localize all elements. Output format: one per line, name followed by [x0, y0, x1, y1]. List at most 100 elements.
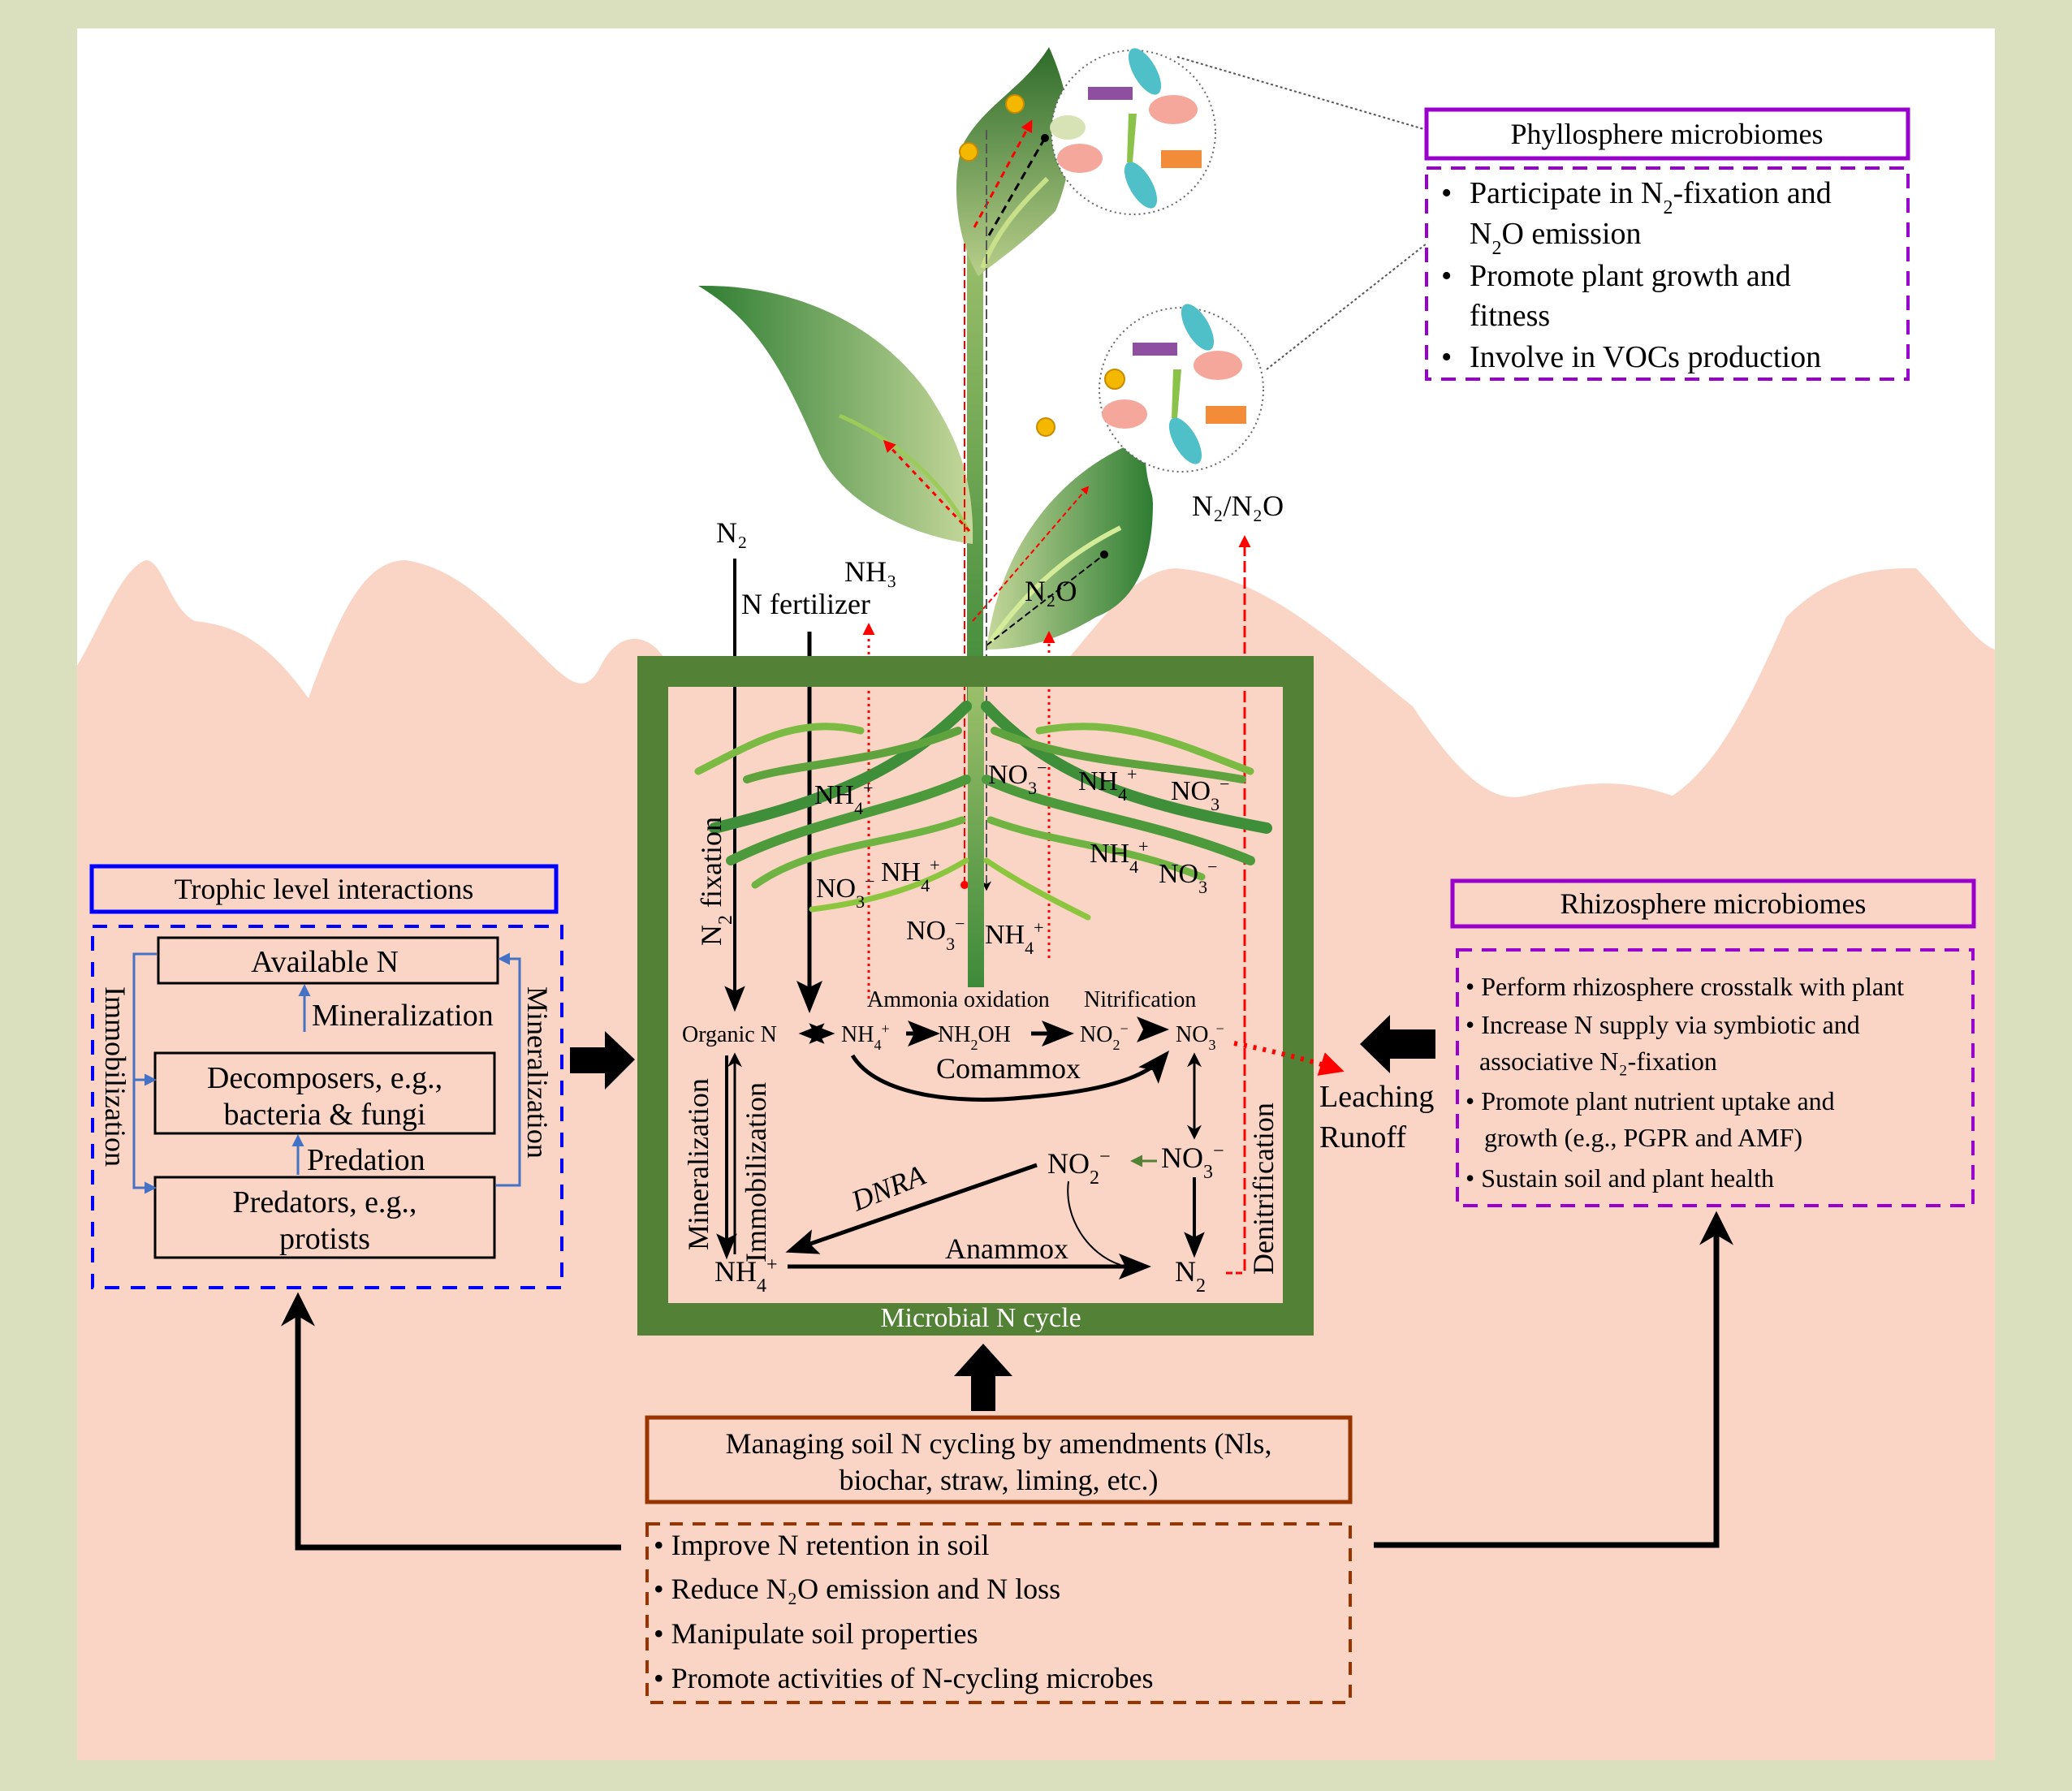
nh3-label: NH₃ [844, 555, 897, 588]
no2-anammox-branch [1067, 1180, 1121, 1266]
phyllosphere-panel: Phyllosphere microbiomes • Participate i… [1424, 107, 1910, 381]
leaching-runoff: Leaching Runoff [1233, 1041, 1434, 1154]
phyllosphere-item-3: Involve in VOCs production [1470, 340, 1821, 374]
rhizosphere-item-3-cont: growth (e.g., PGPR and AMF) [1484, 1123, 1802, 1152]
left-block-arrow [1360, 1015, 1435, 1073]
amendments-to-trophic-arrow [281, 1292, 621, 1551]
phyllosphere-item-2: Promote plant growth and [1470, 259, 1791, 293]
atmosphere-fluxes: N₂ NH₃ N fertilizer N₂O N₂/N₂O [716, 490, 1284, 1271]
comammox-label: Comammox [936, 1052, 1081, 1085]
immobilization-side-label: Immobilization [99, 986, 132, 1167]
n2-fixation-label: N2 fixation [695, 817, 736, 946]
root-label-no3: NO3− [906, 913, 965, 954]
n2o-label: N₂O [1025, 575, 1077, 607]
microbe-bubble-bottom [1099, 243, 1427, 473]
phyllosphere-bullet: • [1441, 176, 1452, 210]
root-label-no3: NO3− [988, 757, 1047, 798]
leaching-label: Leaching [1319, 1080, 1434, 1114]
root-label-no3: NO3− [1159, 857, 1218, 897]
rhizosphere-title-box [1450, 878, 1976, 929]
amendments-title-line1: Managing soil N cycling by amendments (N… [726, 1427, 1272, 1460]
phyllosphere-title-box [1424, 107, 1910, 161]
rhizosphere-panel: Rhizosphere microbiomes • Perform rhizos… [1450, 878, 1976, 1207]
phyllosphere-item-2-cont: fitness [1470, 299, 1550, 333]
root-label-nh4: NH4+ [1090, 836, 1149, 877]
cycle-no2-lower: NO2− [1047, 1146, 1111, 1189]
cycle-nh4-lower: NH4+ [714, 1254, 778, 1297]
phyllosphere-item-1-cont: N2O emission [1470, 217, 1642, 259]
phyllosphere-item-1: Participate in N2-fixation and [1470, 176, 1832, 218]
decomposers-label-1: Decomposers, e.g., [207, 1061, 442, 1095]
leaching-arrow [1233, 1041, 1345, 1076]
cycle-no3: NO3− [1176, 1021, 1224, 1053]
microbe-dot [1036, 417, 1055, 437]
trophic-panel: Trophic level interactions Available N D… [89, 864, 563, 1289]
nitrification-label: Nitrification [1084, 987, 1196, 1012]
ammonia-oxidation-label: Ammonia oxidation [867, 987, 1050, 1012]
rhizosphere-item-2-cont: associative N₂-fixation [1479, 1047, 1717, 1076]
amendments-item-2: • Reduce N₂O emission and N loss [654, 1573, 1060, 1605]
cycle-pathways: N2 fixation Ammonia oxidation Nitrificat… [682, 817, 1280, 1297]
trophic-list-box [91, 925, 563, 1289]
trophic-title: Trophic level interactions [175, 873, 474, 905]
root-label-nh4: NH4+ [1078, 764, 1137, 805]
root-label-nh4: NH4+ [985, 917, 1044, 958]
microbial-n-cycle-label: Microbial N cycle [880, 1303, 1081, 1333]
amendments-title-line2: biochar, straw, liming, etc.) [839, 1464, 1158, 1496]
right-block-arrow [570, 1031, 635, 1090]
predators-label-1: Predators, e.g., [233, 1185, 417, 1219]
trophic-title-box [89, 864, 559, 914]
amendments-title-box [645, 1415, 1353, 1504]
rhizosphere-item-4: • Sustain soil and plant health [1466, 1163, 1774, 1193]
cycle-nh2oh: NH2OH [938, 1022, 1011, 1053]
up-block-arrow [954, 1344, 1012, 1411]
phyllosphere-title: Phyllosphere microbiomes [1511, 118, 1824, 150]
anammox-label: Anammox [945, 1232, 1068, 1265]
n2-input-label: N₂ [716, 516, 748, 549]
amendments-list-box [645, 1522, 1352, 1704]
mineralization-trophic-label: Mineralization [312, 999, 494, 1033]
root-label-no3: NO3− [816, 871, 875, 912]
root-label-no3: NO3− [1171, 774, 1230, 814]
cycle-n2: N2 [1175, 1255, 1206, 1297]
amendments-item-3: • Manipulate soil properties [654, 1617, 978, 1650]
rhizosphere-title: Rhizosphere microbiomes [1560, 887, 1867, 920]
microbe-dot [959, 142, 978, 162]
rhizosphere-item-3: • Promote plant nutrient uptake and [1466, 1086, 1835, 1116]
root-label-nh4: NH4+ [814, 778, 874, 818]
organic-n-label: Organic N [682, 1022, 777, 1047]
phyllosphere-bullet: • [1441, 340, 1452, 374]
amendments-item-4: • Promote activities of N-cycling microb… [654, 1662, 1153, 1694]
rhizosphere-item-2: • Increase N supply via symbiotic and [1466, 1010, 1860, 1039]
immobilization-cycle-label: Immobilization [740, 1082, 772, 1262]
amendments-to-rhizosphere-arrow [1374, 1211, 1733, 1548]
predators-label-2: protists [279, 1222, 370, 1256]
comammox-arrow [850, 1050, 1170, 1102]
cycle-no3-lower: NO3− [1161, 1141, 1224, 1183]
available-n-label: Available N [251, 945, 399, 979]
mineralization-side-label: Mineralization [521, 986, 554, 1159]
microbial-n-cycle-box: Microbial N cycle [637, 656, 1314, 1336]
top-leaf [956, 47, 1071, 276]
cycle-nh4: NH4+ [841, 1021, 890, 1053]
plant-illustration [698, 47, 1153, 891]
mineralization-side-arrow [495, 952, 521, 1187]
available-n-box [157, 936, 499, 985]
plant-stem [967, 244, 983, 706]
amendments-item-1: • Improve N retention in soil [654, 1529, 990, 1561]
phyllosphere-bullet: • [1441, 259, 1452, 293]
rhizosphere-item-1: • Perform rhizosphere crosstalk with pla… [1466, 972, 1904, 1001]
decomposers-box [153, 1051, 496, 1135]
microbe-bubble-top [1050, 48, 1427, 215]
mineralization-cycle-label: Mineralization [682, 1078, 714, 1250]
denitrification-label: Denitrification [1247, 1103, 1280, 1275]
n2-n2o-label: N₂/N₂O [1192, 490, 1284, 522]
dnra-arrow [785, 1163, 1038, 1254]
phyllosphere-list-box [1425, 166, 1910, 381]
runoff-label: Runoff [1319, 1120, 1406, 1154]
left-leaf [698, 285, 973, 544]
decomposers-label-2: bacteria & fungi [223, 1098, 425, 1132]
microbe-dot [1005, 94, 1025, 114]
root-nutrient-labels: NH4+ NO3− NH4+ NO3− NO3− NH4+ NH4+ NO3− … [814, 757, 1230, 958]
root-label-nh4: NH4+ [881, 855, 940, 896]
